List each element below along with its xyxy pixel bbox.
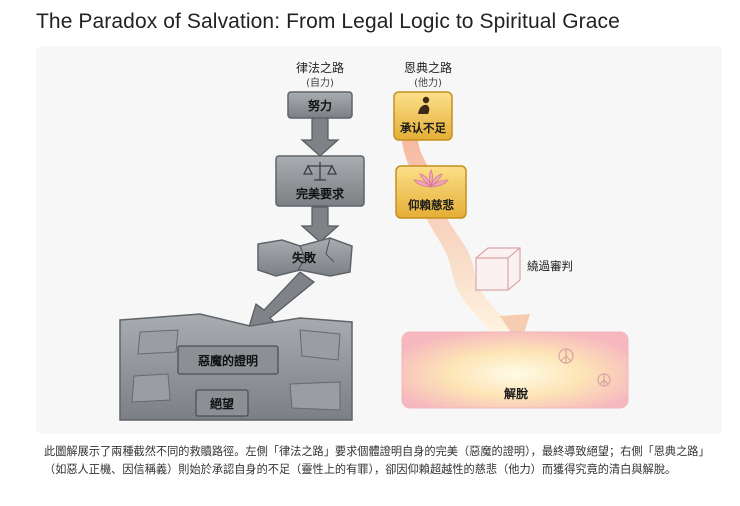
mercy-label: 仰賴慈悲: [408, 198, 454, 212]
despair-label: 絕望: [210, 396, 234, 411]
effort-label: 努力: [308, 98, 332, 113]
peace-icon: [558, 348, 574, 364]
despair-block: [195, 389, 249, 417]
caption: 此圖解展示了兩種截然不同的救贖路徑。左側「律法之路」要求個體證明自身的完美（惡魔…: [44, 445, 710, 476]
mercy-block: [395, 165, 467, 219]
bypass-label: 繞過審判: [527, 259, 573, 273]
page-title: The Paradox of Salvation: From Legal Log…: [36, 10, 620, 33]
devil-proof-label: 惡魔的證明: [198, 353, 258, 368]
labels: 律法之路 (自力) 恩典之路 (他力) 努力 完美要求 失敗 惡魔的證明 絕望 …: [198, 60, 573, 411]
judgment-cube-icon: [475, 247, 521, 291]
arrow-down-2: [300, 206, 340, 243]
wall-stones: [131, 329, 341, 411]
liberation-label: 解脫: [504, 386, 529, 401]
peace-icon: [597, 373, 611, 387]
devil-proof-block: [177, 345, 279, 375]
grace-path: [393, 91, 629, 409]
effort-block: [287, 91, 353, 119]
grace-path-subheading: (他力): [414, 76, 442, 89]
perfection-label: 完美要求: [296, 186, 345, 201]
arrow-down-1: [300, 117, 340, 157]
lotus-icon: [413, 169, 449, 188]
perfection-block: [275, 155, 365, 207]
law-path-subheading: (自力): [306, 76, 334, 89]
law-path: [119, 91, 365, 421]
kneeling-figure-icon: [418, 96, 430, 114]
law-path-heading: 律法之路: [296, 60, 344, 75]
acknowledge-label: 承认不足: [399, 121, 446, 135]
crack-lines: [297, 237, 335, 271]
acknowledge-block: [393, 91, 453, 141]
scales-icon: [302, 162, 338, 181]
failure-label: 失敗: [292, 250, 317, 265]
grace-path-heading: 恩典之路: [404, 60, 452, 75]
